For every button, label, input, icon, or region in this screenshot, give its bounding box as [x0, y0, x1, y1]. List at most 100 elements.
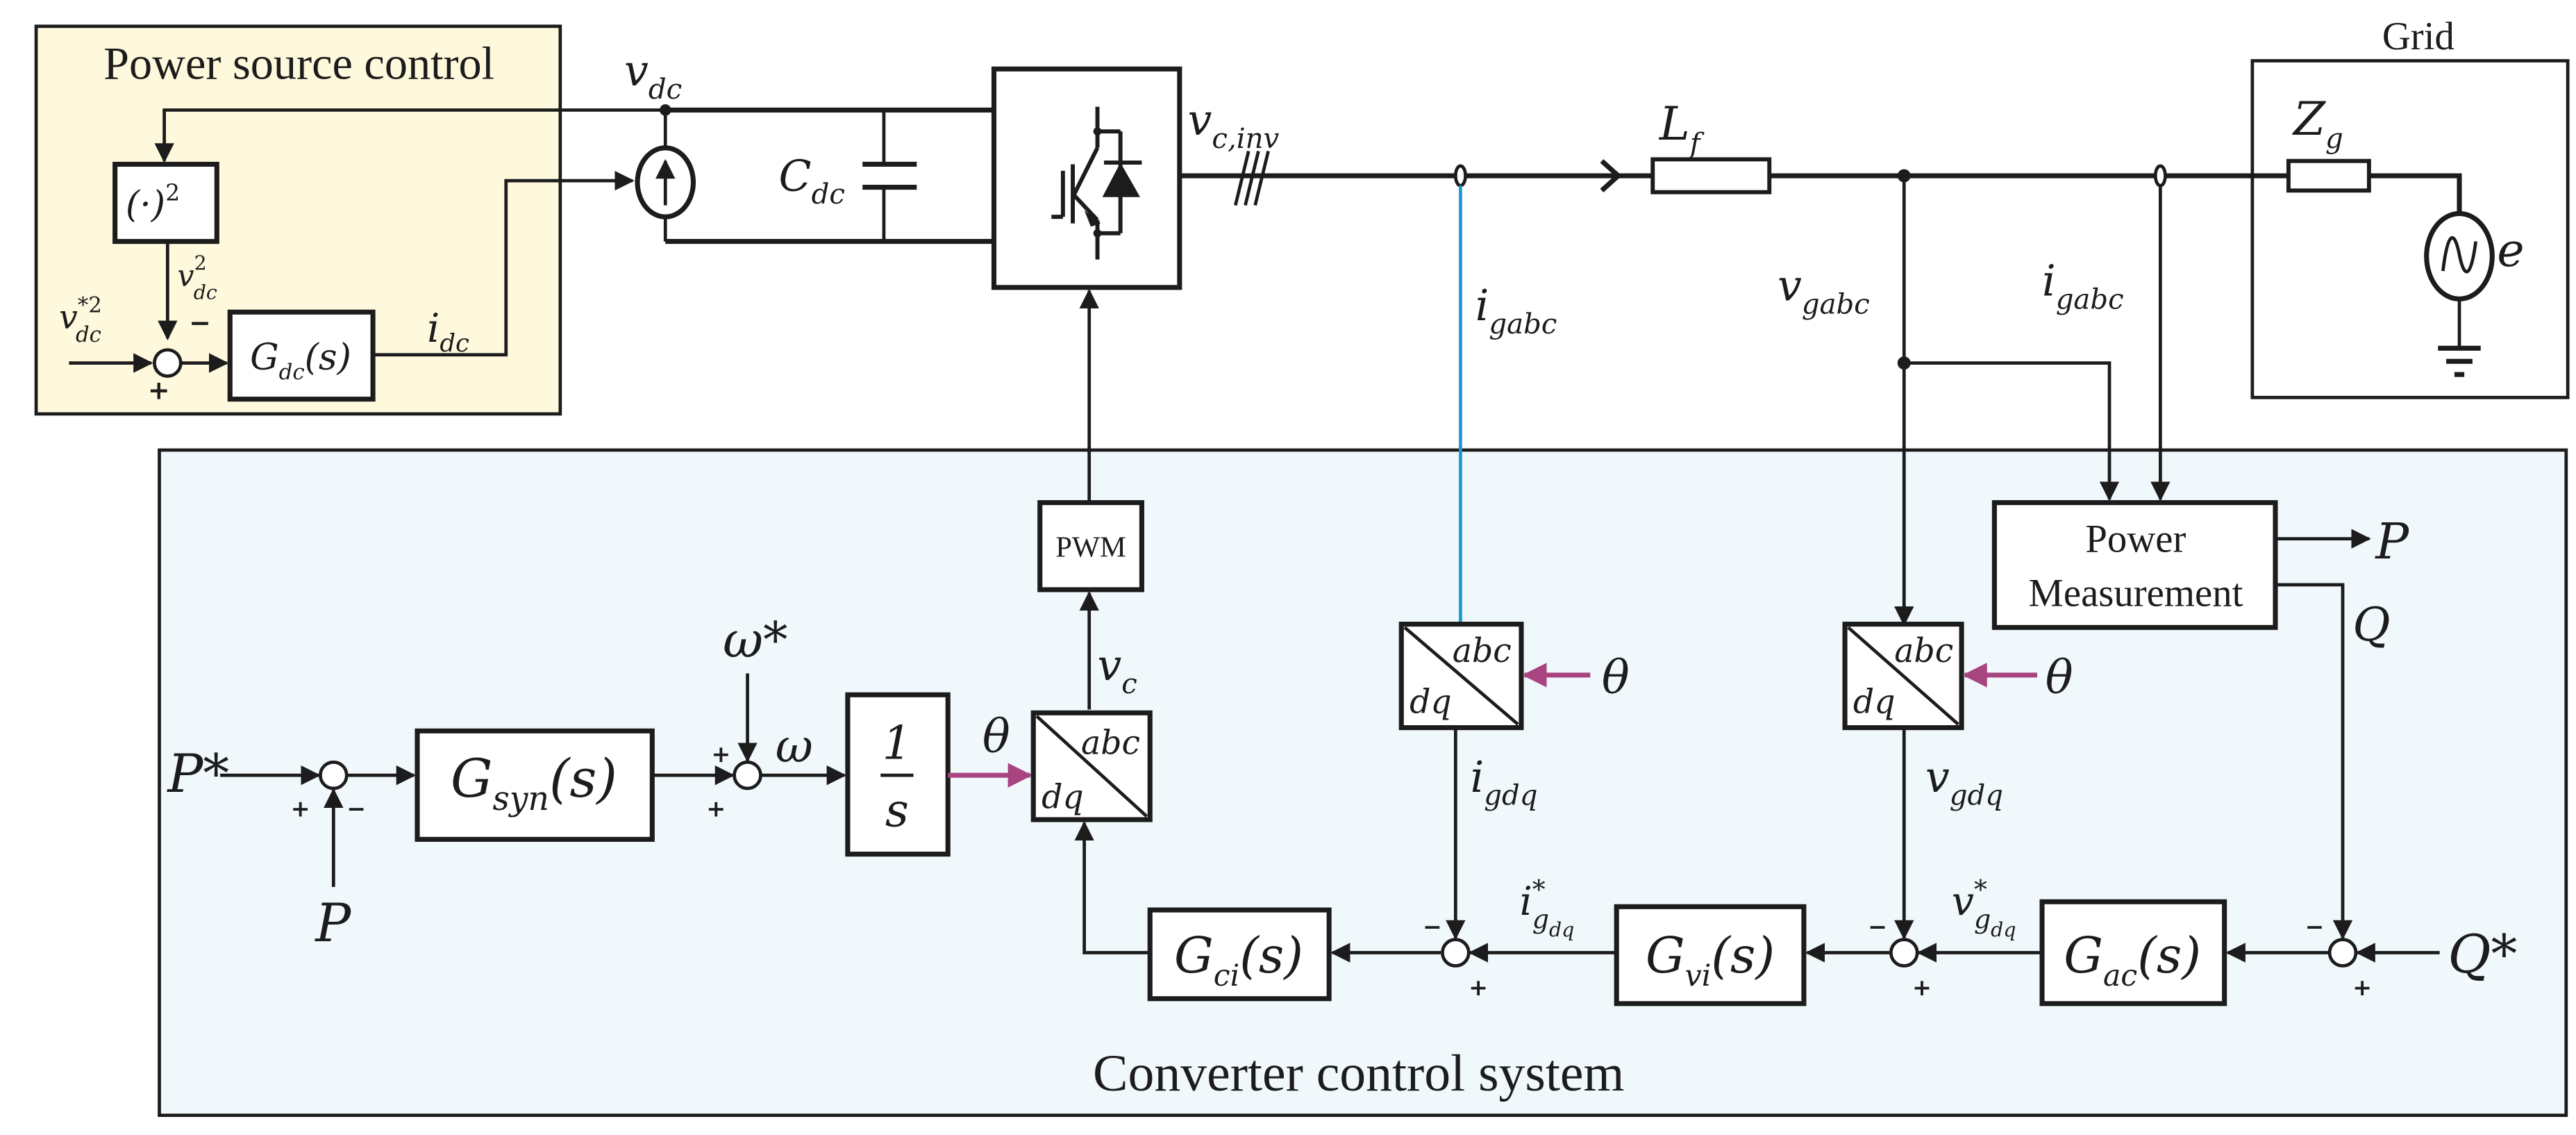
p-summing-junction: [319, 760, 349, 790]
igbt-node: [1093, 229, 1102, 238]
ground-icon: [2438, 345, 2481, 377]
power-source-control-title: Power source control: [103, 39, 494, 90]
dc-summing-junction: [153, 348, 183, 378]
integrator-denominator: s: [885, 784, 909, 837]
filter-inductor-lf: [1650, 157, 1772, 194]
theta-label: θ: [982, 710, 1010, 763]
cdc-label: Cdc: [779, 151, 845, 210]
pm-label-line2: Measurement: [2028, 572, 2243, 615]
dq-label: dq: [1410, 683, 1452, 721]
dq-abc-transform-vc: abc dq: [1030, 710, 1153, 822]
vgabc-to-pm-wire: [1904, 361, 2120, 502]
gci-label: Gci(s): [1174, 927, 1303, 993]
pwm-block: [1037, 500, 1144, 593]
minus-sign: −: [346, 795, 366, 822]
vcinv-label: vc,inv: [1188, 95, 1280, 155]
gci-block: [1147, 907, 1332, 1002]
minus-sign: −: [2305, 913, 2325, 941]
grid-wire: [2368, 173, 2462, 214]
igabc-label-2: igabc: [2042, 256, 2124, 316]
transform-diagonal: [1035, 715, 1148, 818]
three-phase-marker-icon: [1233, 150, 1270, 206]
pwm-label: PWM: [1055, 531, 1126, 564]
vgdq-ref-label: v*gdq: [1952, 874, 2016, 941]
plus-sign: +: [1469, 974, 1488, 1001]
e-label: e: [2497, 224, 2524, 277]
minus-sign: −: [1423, 913, 1442, 941]
idc-wire: [373, 170, 635, 357]
idc-label: idc: [427, 306, 469, 358]
q-output-wire: [2275, 583, 2353, 941]
gdc-block: [227, 309, 376, 402]
gvi-label: Gvi(s): [1646, 927, 1775, 993]
abc-label: abc: [1081, 724, 1140, 762]
gac-block: [2039, 899, 2227, 1006]
gdc-label: Gdc(s): [250, 337, 351, 385]
gsyn-block: [415, 728, 655, 842]
lf-label: Lf: [1659, 97, 1705, 160]
current-sensor-icon: [2153, 164, 2167, 188]
abc-label: abc: [1894, 632, 1953, 670]
plus-sign: +: [712, 740, 731, 768]
abc-dq-transform-voltage: abc dq: [1842, 622, 1964, 731]
theta-label: θ: [1602, 651, 1630, 704]
theta-label: θ: [2046, 651, 2073, 704]
igdq-label: igdq: [1471, 752, 1538, 812]
minus-sign: −: [189, 308, 211, 338]
igdq-ref-label: i*gdq: [1520, 874, 1575, 941]
gvi-block: [1614, 904, 1807, 1006]
emitter-arrow-icon: [1084, 210, 1101, 227]
sine-wave-icon: [2441, 235, 2478, 274]
vdc-label: vdc: [624, 46, 682, 106]
plus-sign: +: [706, 795, 726, 822]
minus-sign: −: [1868, 913, 1887, 941]
abc-dq-transform-current: abc dq: [1398, 622, 1524, 731]
dq-label: dq: [1853, 683, 1896, 721]
power-measurement-block: [1991, 500, 2278, 630]
vgabc-label: vgabc: [1778, 261, 1870, 321]
dc-link: vdc Cdc vc,inv: [624, 46, 1280, 290]
q-output-label: Q: [2352, 598, 2390, 652]
current-direction-arrow-icon: [1600, 159, 1622, 192]
p-ref-label: P*: [166, 743, 229, 804]
current-sensor-icon: [1453, 164, 1467, 188]
square-block-label: (·)2: [126, 179, 180, 226]
omega-summing-junction: [733, 760, 762, 790]
grid-title: Grid: [2382, 15, 2454, 58]
igabc-label-1: igabc: [1475, 281, 1557, 340]
plus-sign: +: [148, 375, 170, 406]
grid-panel: [2250, 59, 2570, 399]
voltage-summing-junction: [1889, 938, 1919, 968]
integrator-numerator: 1: [883, 717, 912, 770]
omega-ref-label: ω*: [723, 611, 787, 669]
gsyn-label: Gsyn(s): [451, 748, 617, 818]
p-output-label: P: [2374, 513, 2409, 570]
p-feedback-label: P: [314, 893, 351, 954]
vgdq-label: vgdq: [1925, 752, 2003, 812]
plus-sign: +: [291, 795, 310, 822]
inverter-block: [991, 66, 1182, 290]
igbt-node: [1093, 127, 1102, 136]
current-summing-junction: [1441, 938, 1471, 968]
abc-label: abc: [1453, 632, 1512, 670]
transform-diagonal: [1847, 626, 1959, 726]
dq-label: dq: [1042, 778, 1084, 816]
diode-icon: [1102, 163, 1141, 197]
vc-label: vc: [1098, 640, 1137, 700]
omega-label: ω: [776, 720, 813, 773]
gci-to-transform-wire: [1074, 820, 1151, 954]
grid-impedance-zg: [2286, 158, 2371, 193]
converter-control-title: Converter control system: [1093, 1045, 1624, 1102]
transform-diagonal: [1403, 626, 1519, 726]
plus-sign: +: [1912, 974, 1932, 1001]
pm-label-line1: Power: [2085, 517, 2186, 561]
vdc-feedback-wire: [154, 108, 666, 163]
plus-sign: +: [2352, 974, 2372, 1001]
q-summing-junction: [2327, 938, 2358, 968]
gac-label: Gac(s): [2064, 927, 2201, 993]
